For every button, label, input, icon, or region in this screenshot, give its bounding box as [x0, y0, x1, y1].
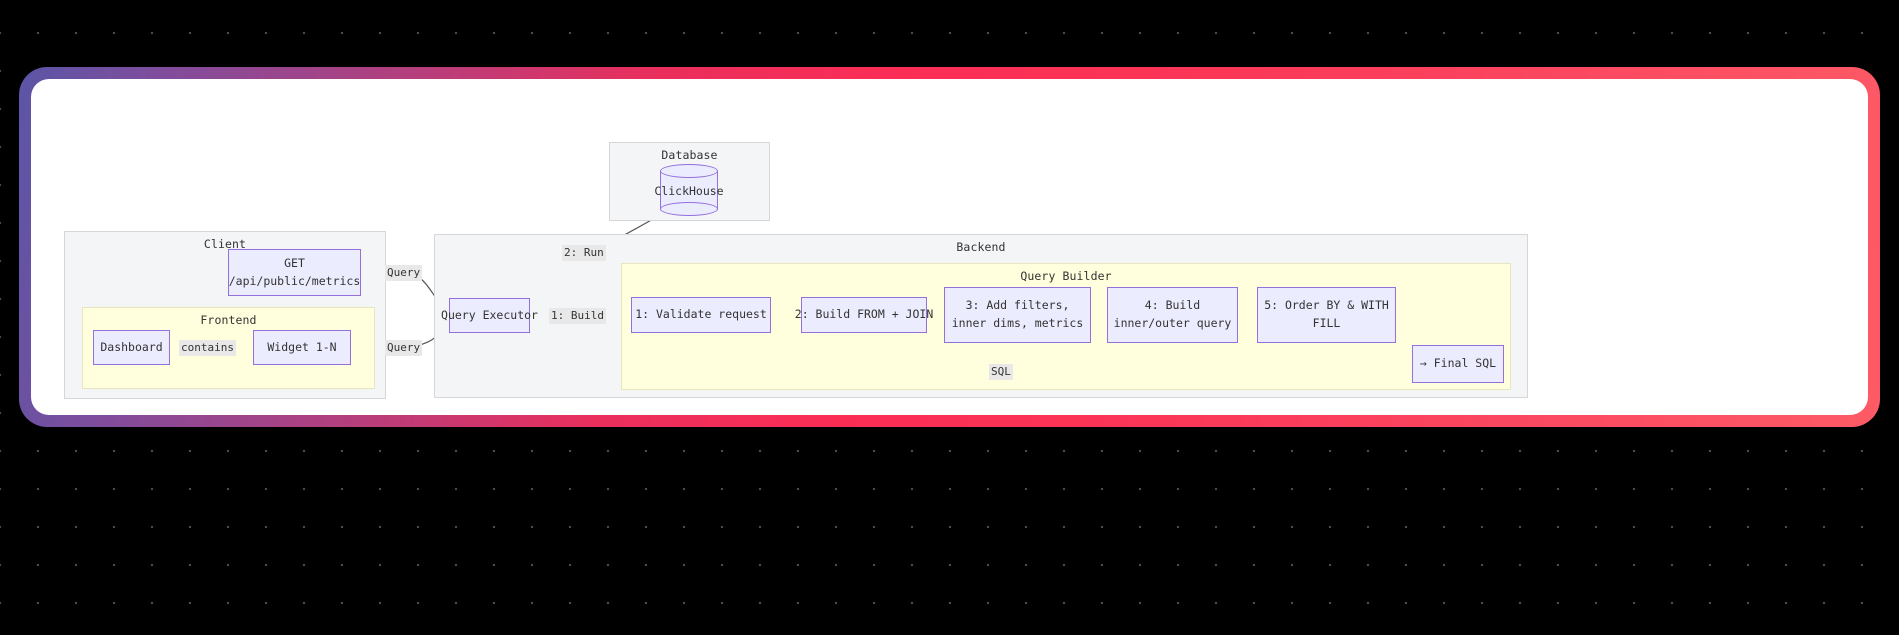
gradient-frame: Client GET /api/public/metrics Frontend …: [19, 67, 1880, 427]
diagram-canvas: Client GET /api/public/metrics Frontend …: [31, 79, 1868, 415]
node-step-5-order-by-with-fill[interactable]: 5: Order BY & WITH FILL: [1257, 287, 1396, 343]
node-clickhouse[interactable]: ClickHouse: [654, 164, 724, 216]
node-query-executor-label: Query Executor: [441, 307, 538, 322]
node-api-endpoint-line2: /api/public/metrics: [228, 273, 361, 288]
edge-label-sql: SQL: [989, 364, 1013, 380]
node-step-4-build-inner-outer-query[interactable]: 4: Build inner/outer query: [1107, 287, 1238, 343]
edge-label-contains: contains: [179, 340, 236, 356]
node-step-1-validate-request[interactable]: 1: Validate request: [631, 297, 771, 333]
node-query-executor[interactable]: Query Executor: [441, 298, 538, 333]
node-step-2-label: 2: Build FROM + JOIN: [794, 307, 934, 322]
cluster-database-title: Database: [661, 148, 718, 162]
node-final-sql[interactable]: → Final SQL: [1412, 345, 1504, 383]
edge-label-query-widget: Query: [385, 340, 423, 356]
node-api-endpoint[interactable]: GET /api/public/metrics: [228, 249, 361, 296]
node-step-5-line1: 5: Order BY & WITH: [1264, 298, 1389, 313]
edge-label-build: 1: Build: [549, 308, 606, 324]
node-clickhouse-label: ClickHouse: [654, 184, 724, 198]
node-dashboard[interactable]: Dashboard: [93, 330, 170, 365]
node-step-3-add-filters[interactable]: 3: Add filters, inner dims, metrics: [944, 287, 1091, 343]
node-step-5-line2: FILL: [1312, 316, 1341, 330]
node-step-3-line2: inner dims, metrics: [951, 316, 1084, 330]
node-step-3-line1: 3: Add filters,: [965, 298, 1070, 313]
node-widget-label: Widget 1-N: [267, 339, 337, 354]
node-step-4-line2: inner/outer query: [1113, 316, 1232, 330]
edge-label-query-api: Query: [385, 265, 423, 281]
node-final-sql-label: → Final SQL: [1419, 356, 1497, 371]
cluster-backend-title: Backend: [956, 240, 1006, 254]
cylinder-top: [660, 164, 718, 178]
cluster-frontend-title: Frontend: [200, 313, 257, 327]
cluster-query-builder-title: Query Builder: [1020, 269, 1112, 283]
node-step-1-label: 1: Validate request: [635, 307, 767, 322]
edge-label-run: 2: Run: [562, 245, 606, 261]
node-dashboard-label: Dashboard: [100, 339, 163, 354]
node-step-2-build-from-join[interactable]: 2: Build FROM + JOIN: [795, 297, 933, 333]
node-widget[interactable]: Widget 1-N: [253, 330, 351, 365]
node-api-endpoint-line1: GET: [284, 255, 305, 270]
cluster-client-title: Client: [203, 237, 247, 251]
cylinder-bottom: [660, 202, 718, 216]
node-step-4-line1: 4: Build: [1144, 298, 1201, 313]
